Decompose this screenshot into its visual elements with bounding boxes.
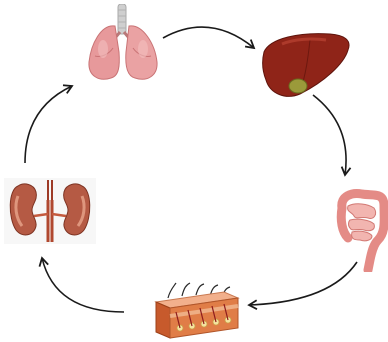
lungs-icon [83,4,163,86]
arrow-skin-to-kidneys [42,258,124,312]
kidneys-node [4,178,96,244]
skin-node [152,282,240,340]
arrow-liver-to-intestines [313,95,346,175]
arrow-lungs-to-liver [163,27,254,48]
skin-cross-section-icon [152,282,240,340]
intestines-icon [334,188,388,272]
intestines-node [334,188,388,272]
kidneys-icon [4,178,96,244]
liver-node [260,30,354,100]
lungs-node [83,4,163,86]
arrow-kidneys-to-lungs [25,86,72,163]
liver-icon [260,30,354,100]
